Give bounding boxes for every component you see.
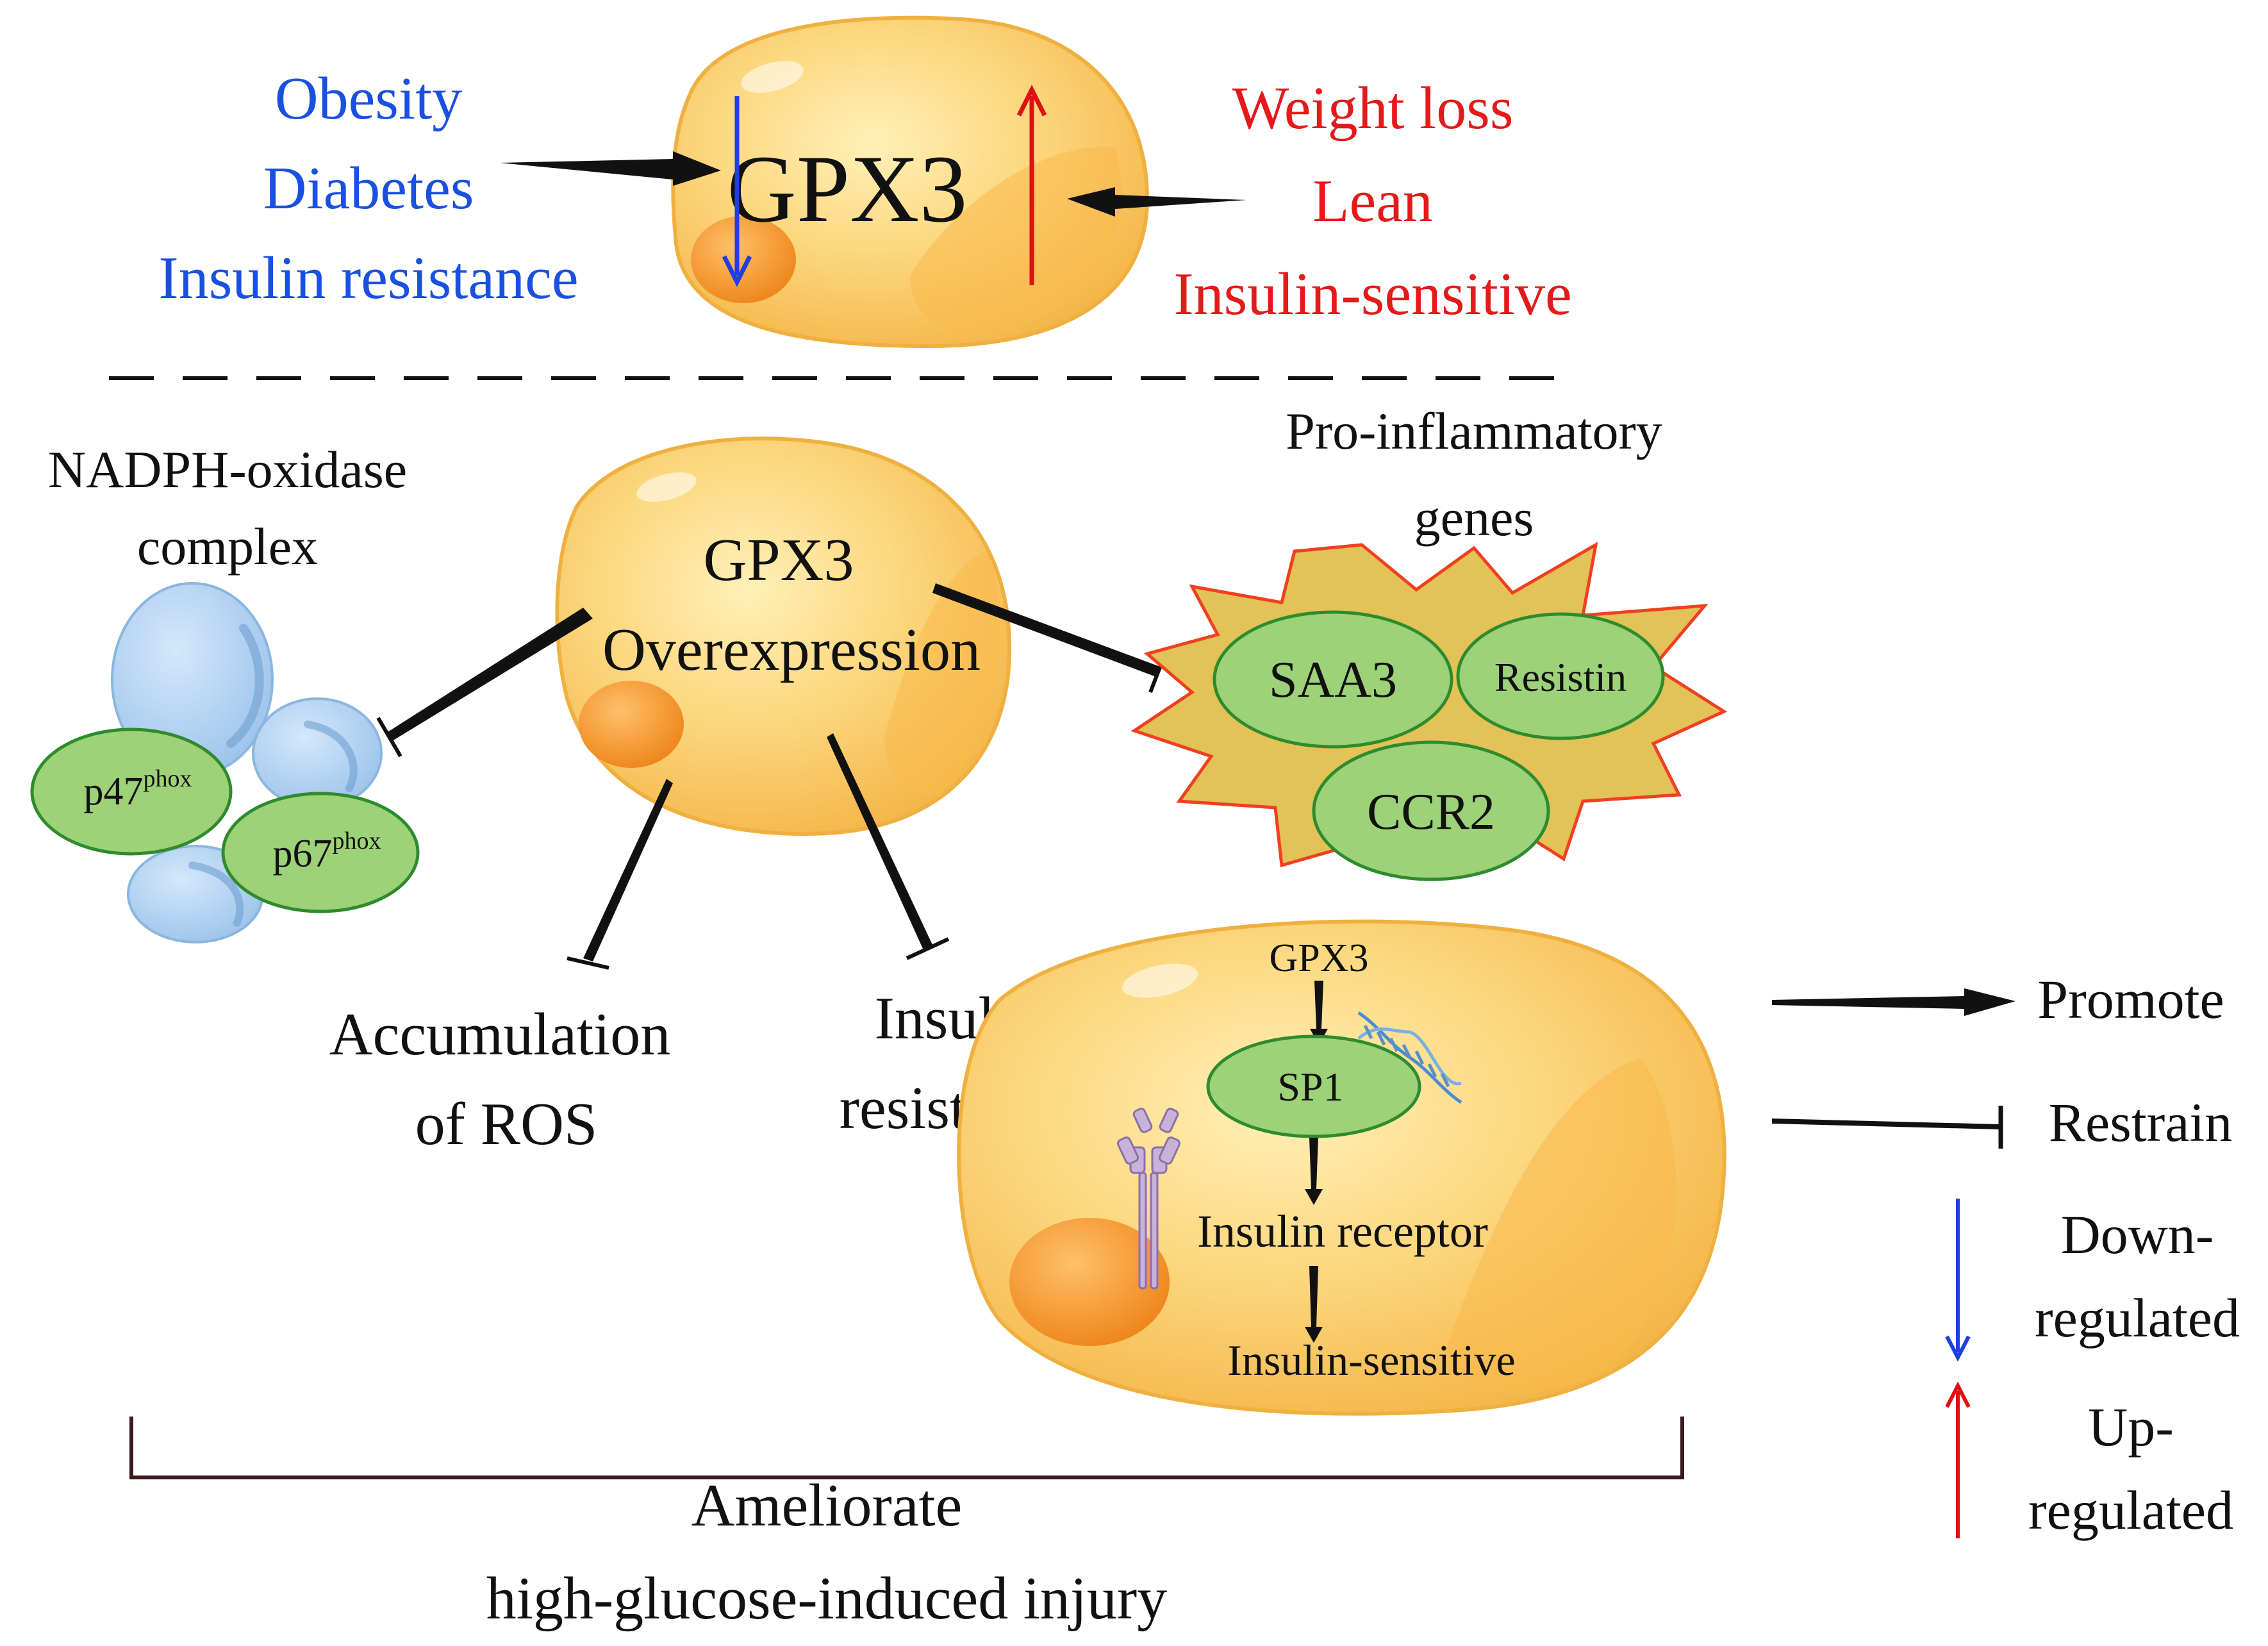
condition-diabetes: Diabetes <box>263 155 474 222</box>
ccr2-label: CCR2 <box>1367 784 1495 840</box>
legend-up-line1: Up- <box>2088 1396 2174 1458</box>
restrain-arrow-to-ros-icon <box>567 779 673 970</box>
legend-down-arrow-icon <box>1945 1199 1971 1362</box>
nadph-title-line1: NADPH-oxidase <box>48 440 407 499</box>
p47phox-label: p47phox <box>84 765 192 813</box>
overexpression-line1: GPX3 <box>703 527 854 594</box>
condition-weight-loss: Weight loss <box>1232 75 1514 142</box>
ros-line2: of ROS <box>415 1091 598 1158</box>
p47-sup: phox <box>144 765 192 792</box>
legend-up-arrow-icon <box>1945 1381 1971 1538</box>
down-arrow-icon <box>722 96 752 287</box>
pathway-arrow-receptor-sensitive-icon <box>1305 1266 1323 1343</box>
proinflammatory-genes: Pro-inflammatory genes SAA3 Resistin CCR… <box>1130 402 1728 881</box>
sp1-oval <box>1206 1035 1421 1138</box>
condition-insulin-resistance: Insulin resistance <box>158 245 578 312</box>
p67-base: p67 <box>273 832 333 876</box>
pathway-cell-nucleus <box>1009 1218 1170 1346</box>
proinflammatory-title-line1: Pro-inflammatory <box>1286 402 1662 460</box>
ccr2-oval <box>1312 740 1550 881</box>
p47phox-oval <box>30 727 233 856</box>
pathway-gpx3: GPX3 <box>1269 936 1368 980</box>
arrow-left-to-cell-icon <box>500 151 721 186</box>
up-arrow-icon <box>1016 85 1047 285</box>
legend-restrain-bar-icon <box>1772 1106 2003 1149</box>
pathway-insulin-sensitive: Insulin-sensitive <box>1227 1336 1516 1384</box>
nadph-oxidase-complex: NADPH-oxidase complex p47phox p67phox <box>30 440 420 944</box>
saa3-label: SAA3 <box>1269 652 1397 708</box>
dna-helix-icon <box>1357 1011 1462 1104</box>
p67phox-oval <box>221 792 420 913</box>
legend: Promote Restrain Down- regulated Up- reg… <box>1772 968 2240 1541</box>
nadph-title-line2: complex <box>137 517 318 576</box>
pathway-insulin-receptor: Insulin receptor <box>1197 1206 1488 1257</box>
legend-up-line2: regulated <box>2028 1479 2233 1541</box>
legend-promote-label: Promote <box>2037 968 2224 1030</box>
condition-obesity: Obesity <box>275 65 462 132</box>
nadph-subunit-right <box>252 697 383 809</box>
top-gpx3-label: GPX3 <box>727 136 967 242</box>
condition-lean: Lean <box>1312 168 1433 235</box>
bottom-line1: Ameliorate <box>691 1472 963 1539</box>
resistin-oval <box>1456 612 1665 740</box>
legend-promote-arrow-icon <box>1772 988 2016 1016</box>
legend-down-line2: regulated <box>2035 1287 2240 1349</box>
legend-restrain-label: Restrain <box>2049 1092 2233 1153</box>
arrow-right-to-cell-icon <box>1067 187 1246 217</box>
restrain-arrow-to-insulin-resistance-icon <box>827 733 950 960</box>
overexpression-line2: Overexpression <box>602 617 981 683</box>
pathway-arrow-sp1-receptor-icon <box>1305 1138 1323 1205</box>
ameliorate-bracket <box>129 1417 1684 1479</box>
proinflammatory-title-line2: genes <box>1414 488 1534 547</box>
p47-base: p47 <box>84 770 144 813</box>
resistin-label: Resistin <box>1494 654 1627 700</box>
legend-down-line1: Down- <box>2061 1204 2214 1265</box>
pathway-arrow-gpx3-sp1-icon <box>1310 981 1328 1045</box>
condition-insulin-sensitive: Insulin-sensitive <box>1173 261 1571 328</box>
bottom-line2: high-glucose-induced injury <box>486 1565 1167 1632</box>
insulin-receptor-icon <box>1116 1108 1181 1290</box>
p67-sup: phox <box>333 827 381 854</box>
overexpression-cell-nucleus <box>579 681 684 768</box>
p67phox-label: p67phox <box>273 827 381 876</box>
top-section: Obesity Diabetes Insulin resistance GPX3 <box>158 15 1572 349</box>
top-cell-nucleus <box>691 216 796 303</box>
restrain-arrow-to-nadph-icon <box>376 608 593 758</box>
overexpression-fat-cell <box>555 436 1012 836</box>
pathway-sp1: SP1 <box>1277 1064 1343 1110</box>
saa3-oval <box>1213 610 1453 749</box>
pathway-fat-cell <box>957 919 1726 1416</box>
ros-line1: Accumulation <box>329 1001 671 1068</box>
